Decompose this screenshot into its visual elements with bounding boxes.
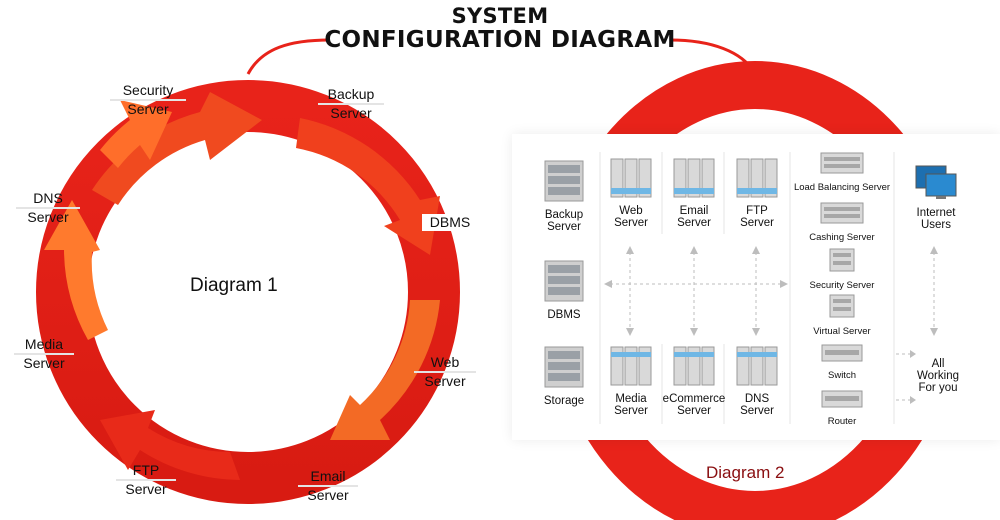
node-web-server: Web Server [606, 158, 656, 229]
node-line2: Users [920, 219, 952, 231]
label-line2: Server [424, 373, 466, 389]
node-switch: Switch [792, 344, 892, 382]
node-line1: DBMS [547, 309, 581, 321]
node-label: Switch [828, 370, 856, 381]
node-line3: For you [918, 382, 958, 394]
node-line2: Server [614, 217, 648, 229]
divider [318, 103, 384, 105]
label-line1: Web [430, 354, 460, 370]
divider [110, 99, 186, 101]
server-rack-icon [538, 346, 590, 391]
node-all-working: All Working For you [908, 358, 968, 394]
node-line1: DNS [744, 393, 770, 405]
label-line2: Server [330, 105, 372, 121]
panel-lines [599, 152, 938, 424]
node-label: Router [827, 416, 857, 427]
diagram2-panel: Backup Server DBMS Storage Web Server Em… [512, 134, 1000, 440]
diagram1-ring [36, 80, 460, 504]
label-line1: Email [310, 468, 346, 484]
node-line2: Server [547, 221, 581, 233]
server-rack-icon [538, 160, 590, 205]
node-line1: All [931, 358, 945, 370]
divider [298, 485, 358, 487]
node-backup-server: Backup Server [538, 160, 590, 233]
label-line2: Server [127, 101, 169, 117]
server-cluster-icon [669, 158, 719, 201]
server-cluster-icon [606, 158, 656, 201]
node-label: Load Balancing Server [793, 182, 891, 193]
divider [14, 353, 74, 355]
node-router: Router [792, 390, 892, 428]
rack-unit-icon [792, 152, 892, 178]
label-line1: Media [24, 336, 64, 352]
label-line2: Server [125, 481, 167, 497]
node-line1: FTP [746, 205, 768, 217]
diagram2-label: Diagram 2 [706, 463, 785, 482]
node-line2: Server [614, 405, 648, 417]
title-line2: CONFIGURATION DIAGRAM [324, 27, 676, 53]
node-dns-server: DNS Server [732, 346, 782, 417]
router-icon [792, 390, 892, 412]
label-media-server: Media Server [14, 336, 74, 372]
node-line1: Media [615, 393, 647, 405]
switch-icon [792, 344, 892, 366]
node-line1: Internet [916, 207, 956, 219]
label-line1: DBMS [429, 214, 471, 230]
label-web-server: Web Server [414, 354, 476, 390]
node-line2: Server [677, 217, 711, 229]
node-line2: Server [740, 217, 774, 229]
divider [116, 479, 176, 481]
label-dbms: DBMS [422, 214, 478, 231]
divider [16, 207, 80, 209]
node-line1: Web [619, 205, 643, 217]
rack-unit-icon [792, 248, 892, 276]
node-storage: Storage [538, 346, 590, 407]
label-line1: FTP [132, 462, 160, 478]
label-backup-server: Backup Server [318, 86, 384, 122]
node-internet-users: Internet Users [906, 164, 966, 231]
monitor-icon [906, 164, 966, 203]
divider [414, 371, 476, 373]
node-security-server: Security Server [792, 248, 892, 292]
node-cashing-server: Cashing Server [792, 202, 892, 244]
node-label: Cashing Server [809, 232, 875, 243]
node-line2: Working [917, 370, 959, 382]
node-virtual-server: Virtual Server [792, 294, 892, 338]
label-line2: Server [23, 355, 65, 371]
node-label: Virtual Server [813, 326, 871, 337]
node-dbms: DBMS [538, 260, 590, 321]
server-cluster-icon [732, 346, 782, 389]
node-ftp-server: FTP Server [732, 158, 782, 229]
label-ftp-server: FTP Server [116, 462, 176, 498]
title-line1: SYSTEM [451, 4, 549, 28]
label-line1: DNS [33, 190, 63, 206]
node-load-balancing-server: Load Balancing Server [792, 152, 892, 194]
node-line1: Email [679, 205, 709, 217]
node-line2: Server [740, 405, 774, 417]
label-line1: Security [122, 82, 174, 98]
rack-unit-icon [792, 202, 892, 228]
node-ecommerce-server: eCommerce Server [662, 346, 726, 417]
node-email-server: Email Server [669, 158, 719, 229]
node-line1: Backup [544, 209, 584, 221]
server-cluster-icon [732, 158, 782, 201]
server-cluster-icon [662, 346, 726, 389]
node-line1: eCommerce [662, 393, 726, 405]
title-connector [246, 38, 331, 75]
label-line2: Server [27, 209, 69, 225]
label-dns-server: DNS Server [16, 190, 80, 226]
label-line2: Server [307, 487, 349, 503]
rack-unit-icon [792, 294, 892, 322]
label-security-server: Security Server [110, 82, 186, 118]
diagram1-label: Diagram 1 [190, 275, 278, 296]
label-email-server: Email Server [298, 468, 358, 504]
node-label: Security Server [809, 280, 875, 291]
server-cluster-icon [606, 346, 656, 389]
node-line1: Storage [543, 395, 585, 407]
label-line1: Backup [327, 86, 375, 102]
server-rack-icon [538, 260, 590, 305]
node-media-server: Media Server [606, 346, 656, 417]
node-line2: Server [677, 405, 711, 417]
